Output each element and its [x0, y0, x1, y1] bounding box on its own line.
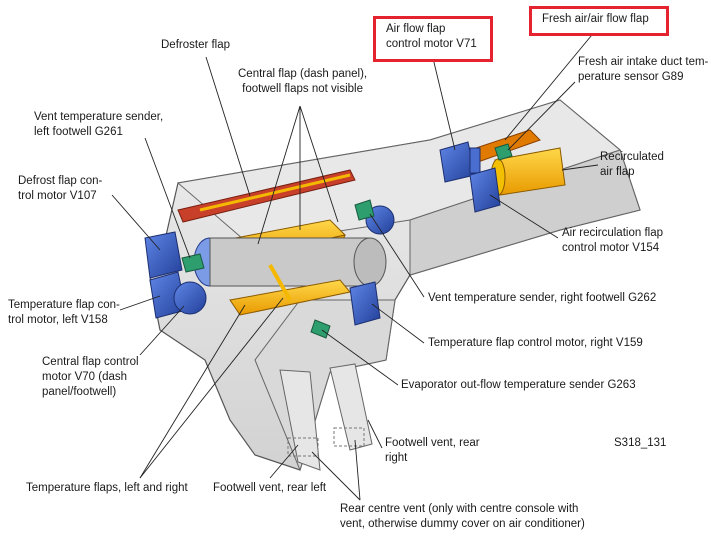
label-rear-centre-vent: Rear centre vent (only with centre conso…	[340, 503, 585, 530]
highlight-airflow-motor: Air flow flap control motor V71	[373, 16, 493, 62]
label-recirc-motor: Air recirculation flap control motor V15…	[562, 227, 663, 254]
label-central-flap: Central flap (dash panel), footwell flap…	[238, 68, 368, 95]
sensor-g262	[354, 199, 375, 221]
label-vent-temp-left: Vent temperature sender, left footwell G…	[34, 111, 164, 138]
mixing-drum	[193, 237, 387, 287]
label-evaporator-sender: Evaporator out-flow temperature sender G…	[401, 379, 636, 391]
label-central-motor: Central flap control motor V70 (dash pan…	[42, 356, 139, 398]
label-vent-temp-right: Vent temperature sender, right footwell …	[428, 292, 657, 304]
label-temp-flaps: Temperature flaps, left and right	[26, 482, 188, 494]
defroster-flap	[177, 169, 356, 223]
label-temp-motor-right: Temperature flap control motor, right V1…	[428, 337, 643, 349]
label-footwell-rear-left: Footwell vent, rear left	[213, 482, 327, 494]
sensor-g263	[310, 319, 331, 339]
label-fresh-intake-sensor: Fresh air intake duct tem- perature sens…	[578, 56, 709, 83]
label-footwell-rear-right: Footwell vent, rear right	[385, 437, 480, 464]
sensor-g89	[494, 143, 513, 161]
sensor-g261	[181, 253, 205, 273]
label-defroster-flap: Defroster flap	[161, 39, 231, 51]
central-flap-motor	[173, 281, 207, 315]
label-defrost-motor: Defrost flap con- trol motor V107	[18, 175, 103, 202]
leader-lines	[111, 29, 599, 501]
highlight-fresh-air-flap: Fresh air/air flow flap	[529, 6, 669, 36]
right-temperature-flap-motor	[349, 281, 381, 326]
recirculation-flap-motor	[469, 167, 501, 213]
figure-code: S318_131	[614, 437, 667, 449]
temperature-flaps	[229, 264, 351, 316]
label-temp-motor-left: Temperature flap con- trol motor, left V…	[8, 299, 120, 326]
label-recirc-flap: Recirculated air flap	[600, 151, 664, 178]
